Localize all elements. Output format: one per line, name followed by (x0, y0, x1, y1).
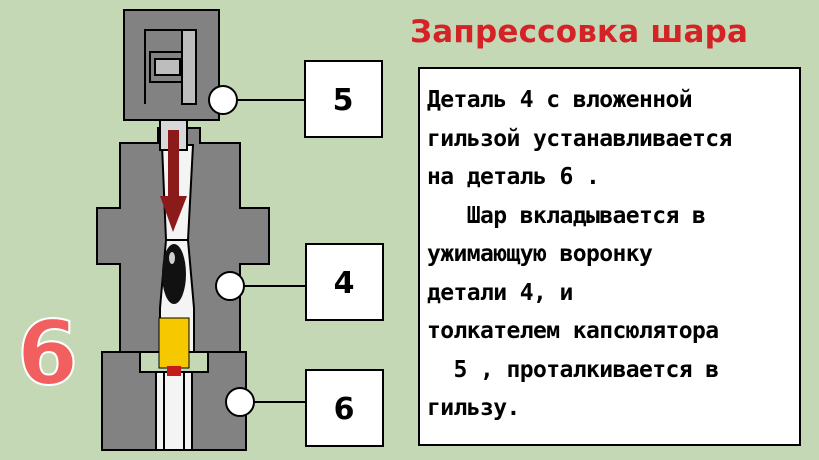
part-5-punch (123, 9, 220, 121)
callout-dot-5 (208, 85, 238, 115)
description-line: детали 4, и (427, 279, 573, 306)
part-6-base (101, 351, 247, 451)
callout-dot-4 (215, 271, 245, 301)
description-line: Деталь 4 с вложенной (427, 87, 693, 113)
callout-box-4: 4 (305, 243, 384, 321)
ball (162, 244, 186, 304)
description-line: Шар вкладывается в (427, 202, 706, 229)
description-line: гильзой устанавливается (427, 125, 732, 152)
callout-box-6: 6 (305, 369, 384, 447)
description-box: Деталь 4 с вложенной гильзой устанавлива… (418, 67, 801, 446)
callout-label-4: 4 (334, 266, 355, 301)
description-line: 5 , проталкивается в (427, 356, 719, 383)
callout-box-5: 5 (304, 60, 383, 138)
page-title: Запрессовка шара (410, 14, 749, 50)
part-number-label: 6 (16, 302, 79, 405)
sleeve (158, 317, 190, 376)
callout-dot-6 (225, 387, 255, 417)
description-line: ужимающую воронку (427, 241, 653, 267)
down-arrow-icon (160, 130, 187, 232)
callout-label-6: 6 (334, 392, 355, 427)
description-line: гильзу. (427, 395, 520, 421)
description-line: на деталь 6 . (427, 164, 600, 190)
callout-label-5: 5 (333, 83, 354, 118)
description-line: толкателем капсюлятора (427, 318, 719, 344)
